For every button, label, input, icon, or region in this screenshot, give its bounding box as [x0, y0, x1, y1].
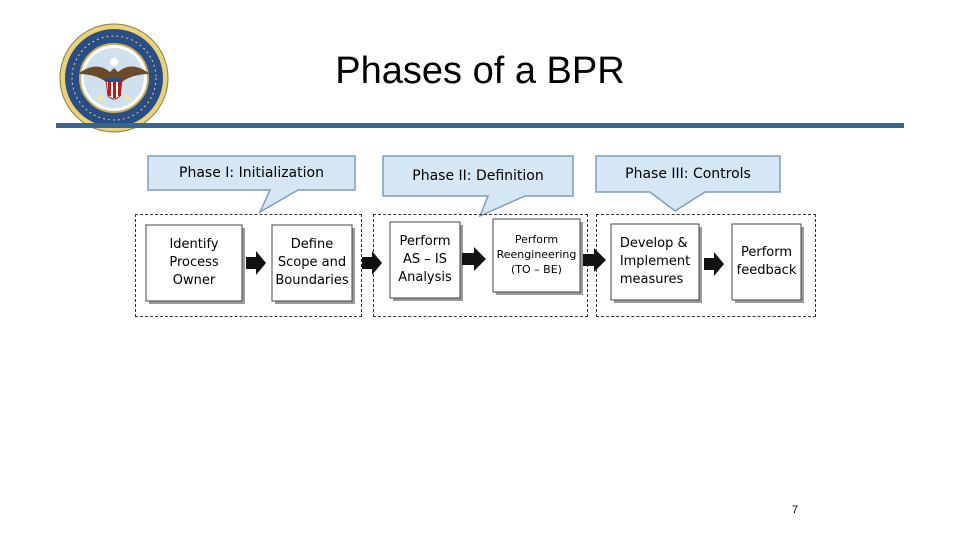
step-identify-process-owner: Identify Process Owner — [169, 236, 219, 289]
arrow-right-icon — [704, 252, 724, 276]
phase-label-1: Phase I: Initialization — [179, 165, 324, 181]
phase-group-1 — [135, 214, 362, 317]
arrow-right-icon — [583, 248, 606, 272]
step-develop-implement: Develop & Implement measures — [619, 235, 691, 288]
dod-seal-icon — [59, 23, 169, 133]
phase-label-2: Phase II: Definition — [412, 168, 544, 184]
title-rule — [56, 123, 904, 128]
phase-callout-3 — [595, 155, 781, 212]
step-define-scope: Define Scope and Boundaries — [275, 236, 349, 289]
arrow-right-icon — [246, 251, 266, 275]
phase-callout-2 — [382, 155, 574, 218]
arrow-right-icon — [462, 247, 486, 271]
step-as-is-analysis: Perform AS – IS Analysis — [398, 233, 452, 286]
step-feedback: Perform feedback — [736, 244, 797, 278]
step-reengineering: Perform Reengineering (TO – BE) — [496, 233, 577, 276]
arrow-right-icon — [362, 251, 382, 275]
page-number: 7 — [791, 504, 799, 516]
page-title: Phases of a BPR — [335, 50, 625, 92]
phase-label-3: Phase III: Controls — [625, 166, 751, 182]
phase-callout-1 — [147, 155, 356, 214]
